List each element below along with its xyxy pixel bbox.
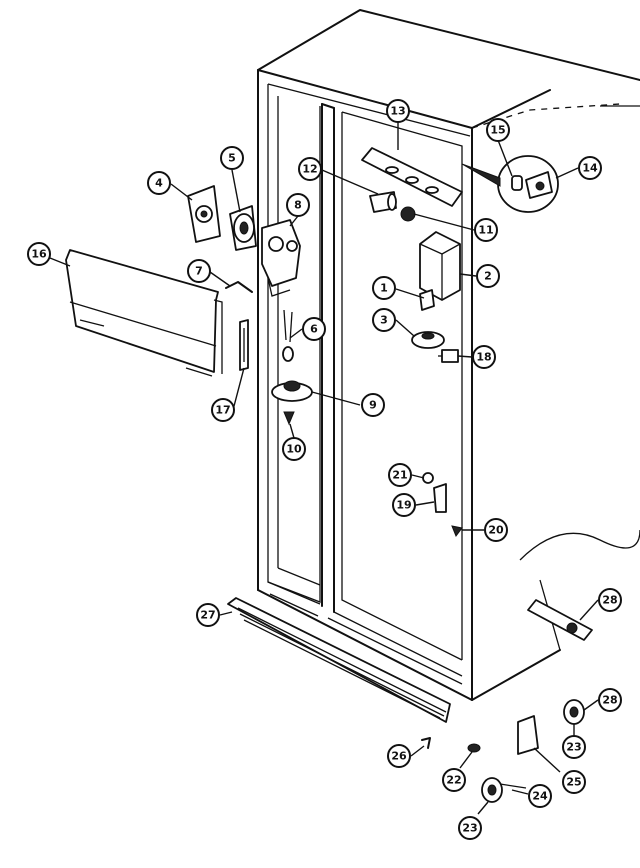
callout-label: 15 bbox=[490, 124, 505, 137]
part-2-control-housing bbox=[419, 231, 461, 301]
callout: 13 bbox=[386, 99, 410, 123]
part-21-button bbox=[422, 472, 434, 484]
callout: 11 bbox=[474, 218, 498, 242]
callout: 8 bbox=[286, 193, 310, 217]
callout: 7 bbox=[187, 259, 211, 283]
part-16-light-shield bbox=[65, 249, 223, 377]
callout-label: 24 bbox=[532, 790, 548, 803]
leader-lines bbox=[49, 122, 599, 815]
part-8-fan-assembly bbox=[261, 219, 301, 297]
callout: 2 bbox=[476, 264, 500, 288]
part-22-nut bbox=[467, 743, 481, 753]
callout: 3 bbox=[372, 308, 396, 332]
callout: 14 bbox=[578, 156, 602, 180]
callout: 24 bbox=[528, 784, 552, 808]
callout-label: 11 bbox=[478, 224, 493, 237]
callout-label: 10 bbox=[286, 443, 302, 456]
part-11-socket bbox=[400, 206, 416, 222]
callout-label: 4 bbox=[155, 177, 163, 190]
callout: 18 bbox=[472, 345, 496, 369]
part-20-screw bbox=[451, 525, 463, 538]
part-7-clip bbox=[225, 281, 253, 293]
part-10-screw bbox=[283, 411, 295, 426]
callout-label: 3 bbox=[380, 314, 388, 327]
part-12-bulb bbox=[369, 191, 397, 213]
callout: 6 bbox=[302, 317, 326, 341]
callout-label: 28 bbox=[602, 594, 617, 607]
callout-label: 5 bbox=[228, 152, 236, 165]
callout-label: 9 bbox=[369, 399, 377, 412]
part-5-damper-control bbox=[229, 205, 257, 251]
part-27-toe-grille bbox=[227, 597, 451, 723]
part-17-bracket bbox=[239, 319, 249, 371]
callout-label: 2 bbox=[484, 270, 492, 283]
callout-label: 17 bbox=[215, 404, 230, 417]
callout-label: 16 bbox=[31, 248, 47, 261]
callout-label: 20 bbox=[488, 524, 504, 537]
part-13-socket-bracket bbox=[361, 147, 463, 207]
callout: 19 bbox=[392, 493, 416, 517]
callout-label: 12 bbox=[302, 163, 317, 176]
callout-label: 22 bbox=[446, 774, 461, 787]
callout-label: 13 bbox=[390, 105, 405, 118]
callout: 4 bbox=[147, 171, 171, 195]
callout: 15 bbox=[486, 118, 510, 142]
part-6-sensor bbox=[282, 309, 294, 362]
part-28-roller-bracket bbox=[527, 599, 593, 641]
part-26-clip bbox=[421, 737, 431, 749]
part-1-thermostat bbox=[419, 289, 435, 311]
callout-label: 19 bbox=[396, 499, 411, 512]
callout: 1 bbox=[372, 276, 396, 300]
callout: 27 bbox=[196, 603, 220, 627]
callout-label: 23 bbox=[462, 822, 477, 835]
callout: 20 bbox=[484, 518, 508, 542]
callout-label: 26 bbox=[391, 750, 407, 763]
callout: 17 bbox=[211, 398, 235, 422]
callout: 5 bbox=[220, 146, 244, 170]
part-18-connector bbox=[438, 349, 459, 363]
callout-label: 1 bbox=[380, 282, 388, 295]
callout: 22 bbox=[442, 768, 466, 792]
cabinet bbox=[257, 9, 640, 701]
callout-label: 14 bbox=[582, 162, 598, 175]
callout-label: 6 bbox=[310, 323, 318, 336]
callout: 28 bbox=[598, 688, 622, 712]
callout-label: 25 bbox=[566, 776, 581, 789]
part-19-bracket bbox=[433, 483, 447, 513]
callout: 9 bbox=[361, 393, 385, 417]
callout-label: 7 bbox=[195, 265, 203, 278]
part-23-roller-upper bbox=[563, 699, 585, 725]
part-23-roller-lower bbox=[481, 777, 503, 803]
part-4-thermostat-housing bbox=[187, 185, 221, 243]
callout: 23 bbox=[458, 816, 482, 840]
part-25-leveler-bracket bbox=[517, 715, 539, 755]
callout: 25 bbox=[562, 770, 586, 794]
callout: 23 bbox=[562, 735, 586, 759]
part-3-knob bbox=[411, 331, 445, 349]
callout: 16 bbox=[27, 242, 51, 266]
callout: 26 bbox=[387, 744, 411, 768]
callout-label: 27 bbox=[200, 609, 215, 622]
part-24-screw bbox=[499, 783, 527, 789]
callout-label: 21 bbox=[392, 469, 407, 482]
callout: 28 bbox=[598, 588, 622, 612]
callout: 10 bbox=[282, 437, 306, 461]
callout: 21 bbox=[388, 463, 412, 487]
part-14-15-switch-detail bbox=[461, 155, 559, 213]
callout-label: 8 bbox=[294, 199, 302, 212]
callout-label: 23 bbox=[566, 741, 581, 754]
callout: 12 bbox=[298, 157, 322, 181]
callout-label: 28 bbox=[602, 694, 617, 707]
callout-label: 18 bbox=[476, 351, 491, 364]
